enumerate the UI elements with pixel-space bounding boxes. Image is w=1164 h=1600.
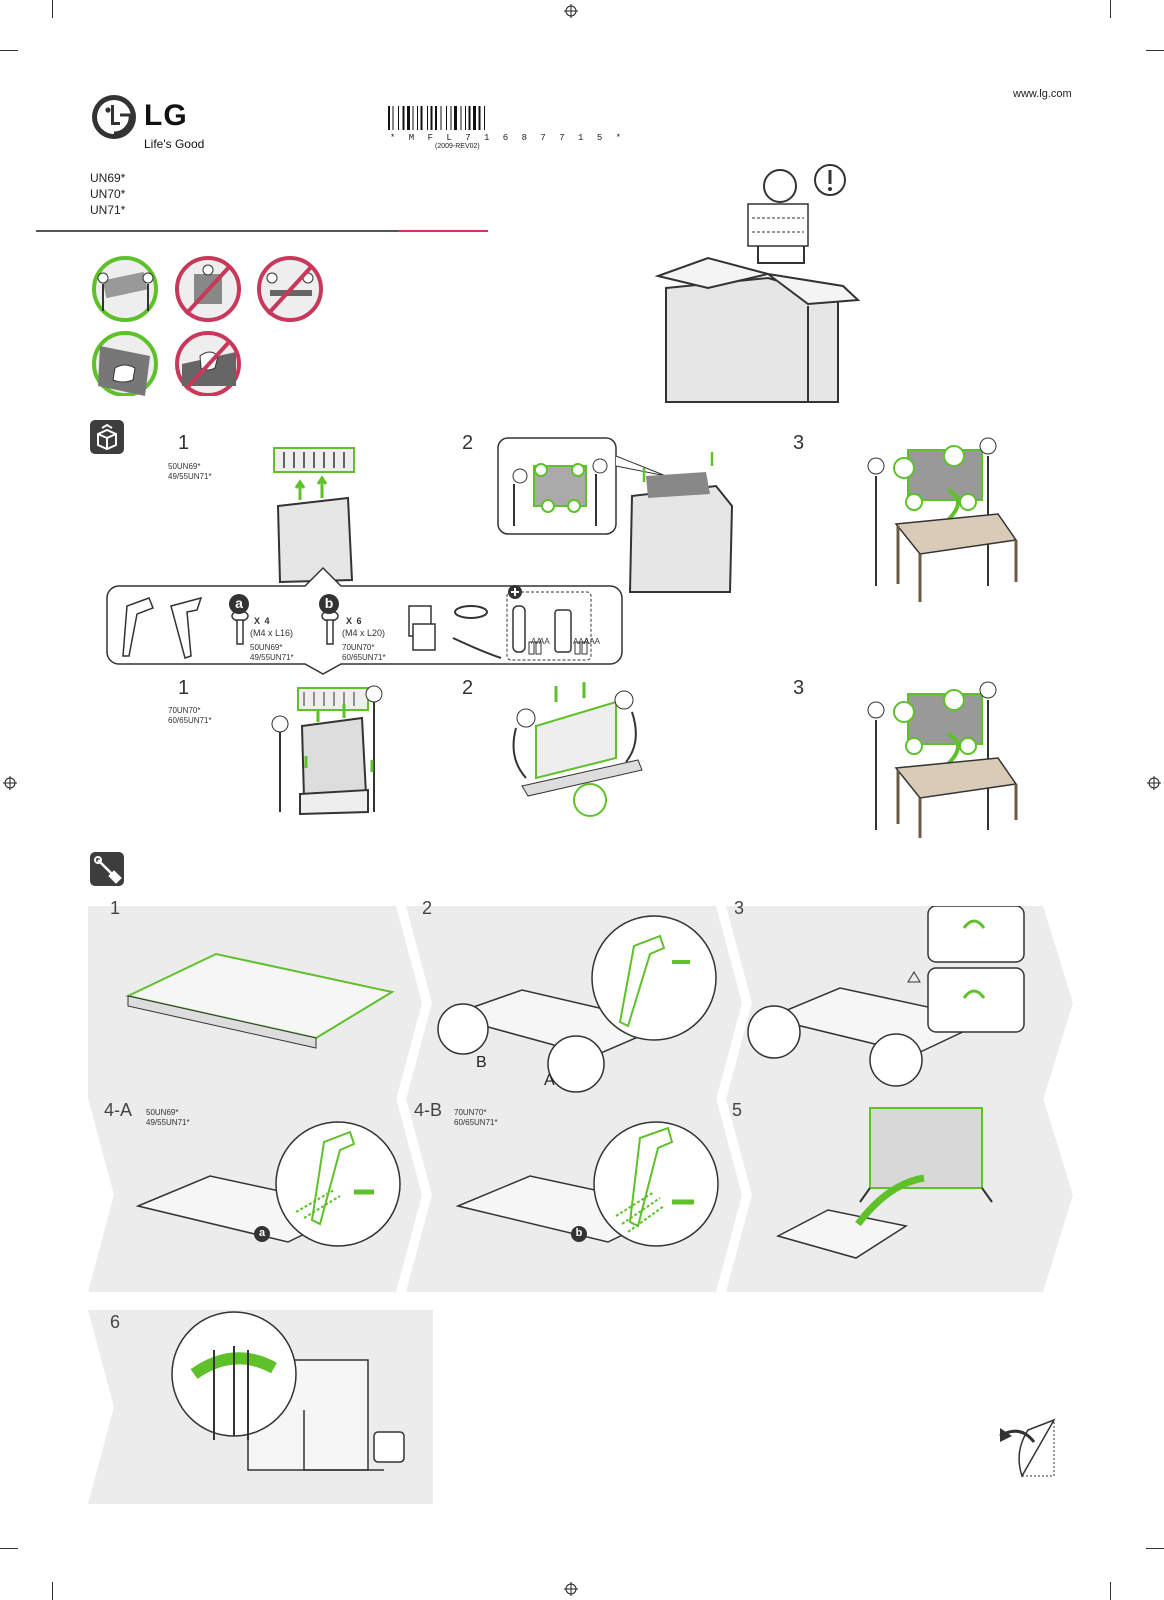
unpacking-section-icon: [90, 420, 124, 454]
wrong-grip-screen-icon: [175, 331, 241, 396]
assembly-step6-number: 6: [110, 1312, 121, 1332]
assembly-section-icon: [90, 852, 124, 886]
tv-stand-up-icon: [775, 1107, 993, 1259]
unpack-large-box-illustration: [271, 685, 383, 816]
crop-mark: [52, 1582, 53, 1600]
assembly-step4b-models: 70UN70* 60/65UN71*: [454, 1108, 498, 1127]
registration-mark-left: [3, 776, 17, 790]
battery-label: AAA: [573, 637, 590, 646]
unpack-lift-from-base-illustration: [512, 682, 643, 817]
unpack-place-on-table-illustration: [867, 437, 1018, 602]
header-divider: [36, 230, 398, 232]
unpack-remove-tv-illustration: [497, 437, 734, 593]
stand-label-b: B: [476, 1054, 487, 1071]
battery-label: AA: [531, 637, 542, 646]
page-turn-icon: [999, 1418, 1056, 1478]
screw-fasten-a-icon: [135, 1121, 401, 1247]
crop-mark: [0, 50, 18, 51]
optional-remote-box: [506, 591, 592, 661]
crop-mark: [1146, 50, 1164, 51]
barcode-icon: [388, 106, 485, 130]
assembly-step4a-number: 4-A: [104, 1100, 133, 1120]
battery-label: AA: [539, 637, 550, 646]
unpack-large-place-on-table-illustration: [867, 681, 1018, 838]
screw-b-size: (M4 x L20): [342, 628, 386, 638]
unpack-row1-step1-number: 1: [178, 432, 190, 454]
cable-management-icon: [171, 1311, 405, 1471]
crop-mark: [1146, 1548, 1164, 1549]
screw-fasten-b-icon: [455, 1121, 719, 1247]
screw-a-tag: a: [229, 594, 249, 614]
brand-logo: LG Life's Good: [90, 93, 204, 151]
manual-icon: [408, 605, 436, 651]
model-item: UN71*: [90, 203, 126, 217]
tv-face-down-icon: [124, 952, 395, 1049]
unpack-row2-step2-number: 2: [462, 677, 474, 699]
unpack-row1-models: 50UN69* 49/55UN71*: [168, 462, 212, 481]
remote-control-icon: [512, 605, 572, 653]
wrong-carry-flat-icon: [175, 256, 241, 322]
correct-grip-icon: [92, 331, 158, 396]
assembly-step2-number: 2: [422, 898, 433, 918]
brand-tagline: Life's Good: [144, 137, 205, 151]
warning-box-illustration: [654, 164, 861, 403]
model-item: UN70*: [90, 187, 126, 201]
model-list: UN69* UN70* UN71*: [90, 170, 125, 218]
unpack-row2-step1-number: 1: [178, 677, 190, 699]
unpack-lift-parts-illustration: [273, 447, 355, 584]
screw-a-size: (M4 x L16): [250, 628, 294, 638]
brand-name: LG: [144, 99, 188, 132]
screw-a-quantity: X 4: [254, 616, 271, 626]
screw-b-tag: b: [319, 594, 339, 614]
crop-mark: [0, 1548, 18, 1549]
barcode-revision: (2009-REV02): [435, 143, 480, 150]
assembly-step4a-models: 50UN69* 49/55UN71*: [146, 1108, 190, 1127]
model-item: UN69*: [90, 171, 126, 185]
assembly-row3-panel: [88, 1310, 433, 1504]
unpack-row1-step2-number: 2: [462, 432, 474, 454]
battery-label: AAA: [584, 637, 601, 646]
stand-rotate-icon: [747, 906, 1025, 1087]
crop-mark: [1110, 1582, 1111, 1600]
crop-mark: [52, 0, 53, 18]
wrong-carry-face-down-icon: [257, 256, 323, 322]
stand-label-a: A: [544, 1072, 555, 1089]
registration-mark-right: [1147, 776, 1161, 790]
barcode-code: * M F L 7 1 6 8 7 7 1 5 *: [390, 133, 626, 143]
power-cable-icon: [452, 605, 502, 659]
assembly-row2-panels: [88, 1098, 1073, 1292]
unpack-row2-step3-number: 3: [793, 677, 805, 699]
screw-b-callout: b: [571, 1226, 587, 1242]
assembly-step3-number: 3: [734, 898, 745, 918]
header-divider-accent: [398, 230, 488, 232]
correct-carry-icon: [92, 256, 158, 322]
screw-b-quantity: X 6: [346, 616, 363, 626]
stand-insert-icon: [437, 915, 717, 1093]
registration-mark-top: [564, 4, 578, 18]
assembly-step5-number: 5: [732, 1100, 743, 1120]
assembly-row1-panels: [88, 906, 1073, 1100]
unpack-row1-step3-number: 3: [793, 432, 805, 454]
handling-guidelines: [92, 256, 323, 396]
battery-icon: [528, 641, 588, 655]
wall-socket-icon: [373, 1431, 405, 1463]
crop-mark: [1110, 0, 1111, 18]
screw-b-models: 70UN70* 60/65UN71*: [342, 643, 386, 662]
stand-legs-icon: [122, 596, 203, 659]
lg-logo-icon: [92, 95, 136, 139]
assembly-step1-number: 1: [110, 898, 121, 918]
registration-mark-bottom: [564, 1582, 578, 1596]
screw-a-models: 50UN69* 49/55UN71*: [250, 643, 294, 662]
screw-a-callout: a: [254, 1226, 270, 1242]
assembly-step4b-number: 4-B: [414, 1100, 443, 1120]
website-url: www.lg.com: [1013, 88, 1072, 100]
unpack-row2-models: 70UN70* 60/65UN71*: [168, 706, 212, 725]
